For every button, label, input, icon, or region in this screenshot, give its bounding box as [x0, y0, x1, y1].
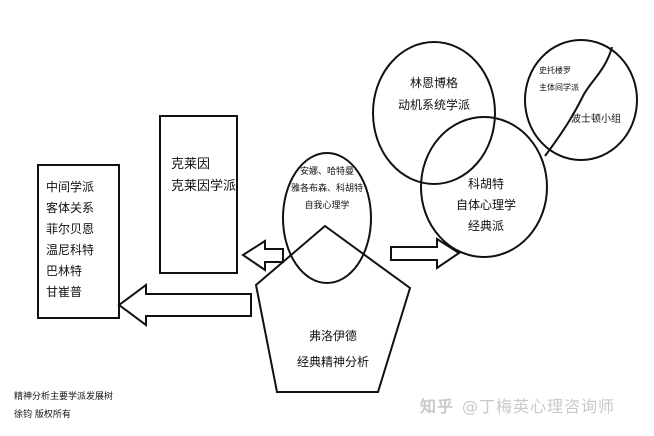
motivational-systems-circle	[372, 41, 496, 185]
kohut-line-1: 科胡特	[467, 177, 504, 191]
ego-line-1: 安娜、哈特曼	[299, 167, 354, 177]
intersubjective-line-2: 主体间学派	[539, 83, 579, 92]
arrow-to-middle-school	[117, 283, 252, 327]
arrow-to-klein	[241, 239, 284, 272]
freud-pentagon	[254, 224, 412, 393]
self-psychology-text: 科胡特 自体心理学 经典派	[446, 174, 526, 237]
watermark-text: @丁梅英心理咨询师	[462, 397, 616, 416]
kohut-line-2: 自体心理学	[455, 198, 516, 212]
ego-psychology-text: 安娜、哈特曼 雅各布森、科胡特 自我心理学	[289, 164, 365, 215]
caption-line-1: 精神分析主要学派发展树	[14, 392, 114, 402]
middle-school-line-5: 巴林特	[46, 264, 83, 278]
freud-text: 弗洛伊德 经典精神分析	[283, 323, 383, 375]
ego-line-3: 自我心理学	[304, 201, 350, 211]
caption: 精神分析主要学派发展树 徐钧 版权所有	[14, 388, 113, 424]
boston-group-label: 波士顿小组	[571, 114, 621, 125]
middle-school-line-2: 客体关系	[46, 201, 95, 215]
klein-box	[159, 115, 238, 274]
klein-line-1: 克莱因	[171, 157, 211, 172]
middle-school-box-text: 中间学派 客体关系 菲尔贝恩 温尼科特 巴林特 甘崔普	[46, 177, 94, 303]
motivational-systems-text: 林恩博格 动机系统学派	[384, 72, 484, 116]
klein-box-text: 克莱因 克莱因学派	[171, 154, 236, 198]
intersubjective-circle	[524, 39, 638, 161]
watermark: 知乎 @丁梅英心理咨询师	[420, 399, 615, 415]
freud-line-1: 弗洛伊德	[308, 329, 357, 343]
caption-line-2: 徐钧 版权所有	[14, 410, 71, 420]
intersubjective-text: 史托楼罗 主体间学派	[539, 62, 579, 96]
watermark-logo: 知乎	[420, 397, 455, 416]
ego-psychology-circle	[282, 152, 372, 284]
middle-school-line-3: 菲尔贝恩	[46, 222, 95, 236]
boston-divider-line	[544, 46, 613, 157]
freud-line-2: 经典精神分析	[296, 355, 369, 369]
klein-line-2: 克莱因学派	[171, 179, 237, 194]
intersubjective-line-1: 史托楼罗	[539, 66, 571, 75]
lin-line-2: 动机系统学派	[397, 98, 470, 112]
self-psychology-circle	[420, 116, 548, 258]
kohut-line-3: 经典派	[467, 219, 504, 233]
arrow-to-self-psychology	[390, 237, 461, 270]
middle-school-line-1: 中间学派	[46, 180, 95, 194]
lin-line-1: 林恩博格	[409, 76, 458, 90]
ego-line-2: 雅各布森、科胡特	[290, 184, 363, 194]
middle-school-line-4: 温尼科特	[46, 243, 95, 257]
middle-school-box	[37, 164, 120, 319]
middle-school-line-6: 甘崔普	[46, 285, 83, 299]
